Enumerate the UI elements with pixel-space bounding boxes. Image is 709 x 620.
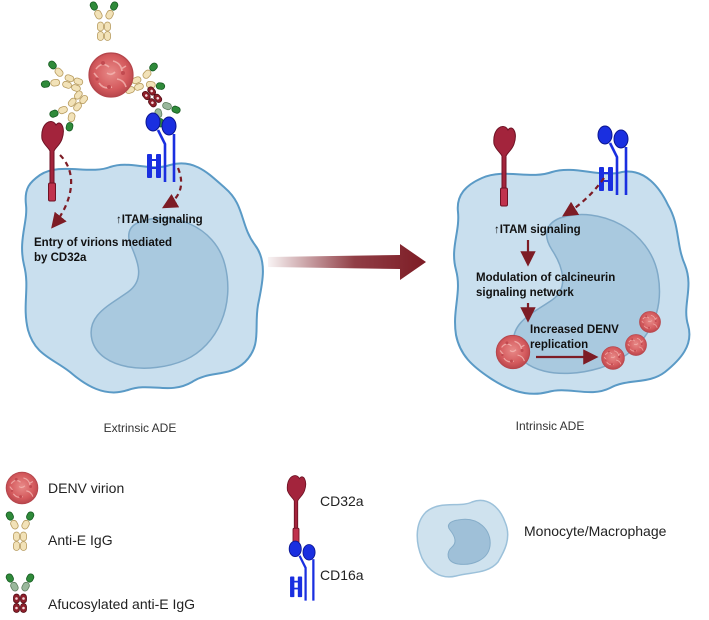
virus-icon bbox=[625, 334, 647, 356]
transition-arrow bbox=[268, 244, 426, 280]
entry-arrow bbox=[51, 154, 73, 229]
cell-icon bbox=[416, 499, 509, 578]
itam-arrow-right bbox=[562, 177, 605, 217]
extrinsic-cell bbox=[21, 162, 264, 394]
afucosylated-antibody-icon bbox=[4, 572, 36, 613]
virus-icon bbox=[88, 52, 134, 98]
virion-antibody-complex bbox=[38, 0, 184, 135]
intrinsic-itam-label: ↑ITAM signaling bbox=[494, 224, 581, 236]
antibody-icon bbox=[88, 0, 120, 41]
increased-label-line1: Increased DENV bbox=[530, 324, 619, 336]
virus-icon bbox=[639, 311, 661, 333]
antibody-icon bbox=[4, 510, 36, 551]
legend: DENV virion Anti-E IgG Afucosylated anti… bbox=[4, 471, 667, 613]
intrinsic-caption: Intrinsic ADE bbox=[516, 419, 585, 433]
legend-denv-virion: DENV virion bbox=[48, 480, 124, 496]
entry-label-line1: Entry of virions mediated bbox=[34, 237, 172, 249]
extrinsic-caption: Extrinsic ADE bbox=[104, 421, 177, 435]
legend-cd16a: CD16a bbox=[320, 567, 364, 583]
legend-afucosylated-igg: Afucosylated anti-E IgG bbox=[48, 596, 195, 612]
entry-label-line2: by CD32a bbox=[34, 252, 87, 264]
modulation-label-line1: Modulation of calcineurin bbox=[476, 272, 615, 284]
virus-icon bbox=[601, 346, 625, 370]
increased-label-line2: replication bbox=[530, 339, 588, 351]
extrinsic-itam-label: ↑ITAM signaling bbox=[116, 214, 203, 226]
intrinsic-cell-nucleus bbox=[512, 213, 661, 375]
cd16a-receptor-icon bbox=[288, 539, 317, 602]
virus-icon bbox=[495, 334, 531, 370]
itam-arrow-left bbox=[161, 167, 183, 209]
extrinsic-cell-nucleus bbox=[90, 217, 229, 369]
virus-icon bbox=[5, 471, 39, 505]
legend-monocyte: Monocyte/Macrophage bbox=[524, 523, 667, 539]
cd32a-receptor-icon bbox=[286, 475, 307, 545]
legend-anti-e-igg: Anti-E IgG bbox=[48, 532, 113, 548]
legend-cd32a: CD32a bbox=[320, 493, 364, 509]
modulation-label-line2: signaling network bbox=[476, 287, 574, 299]
